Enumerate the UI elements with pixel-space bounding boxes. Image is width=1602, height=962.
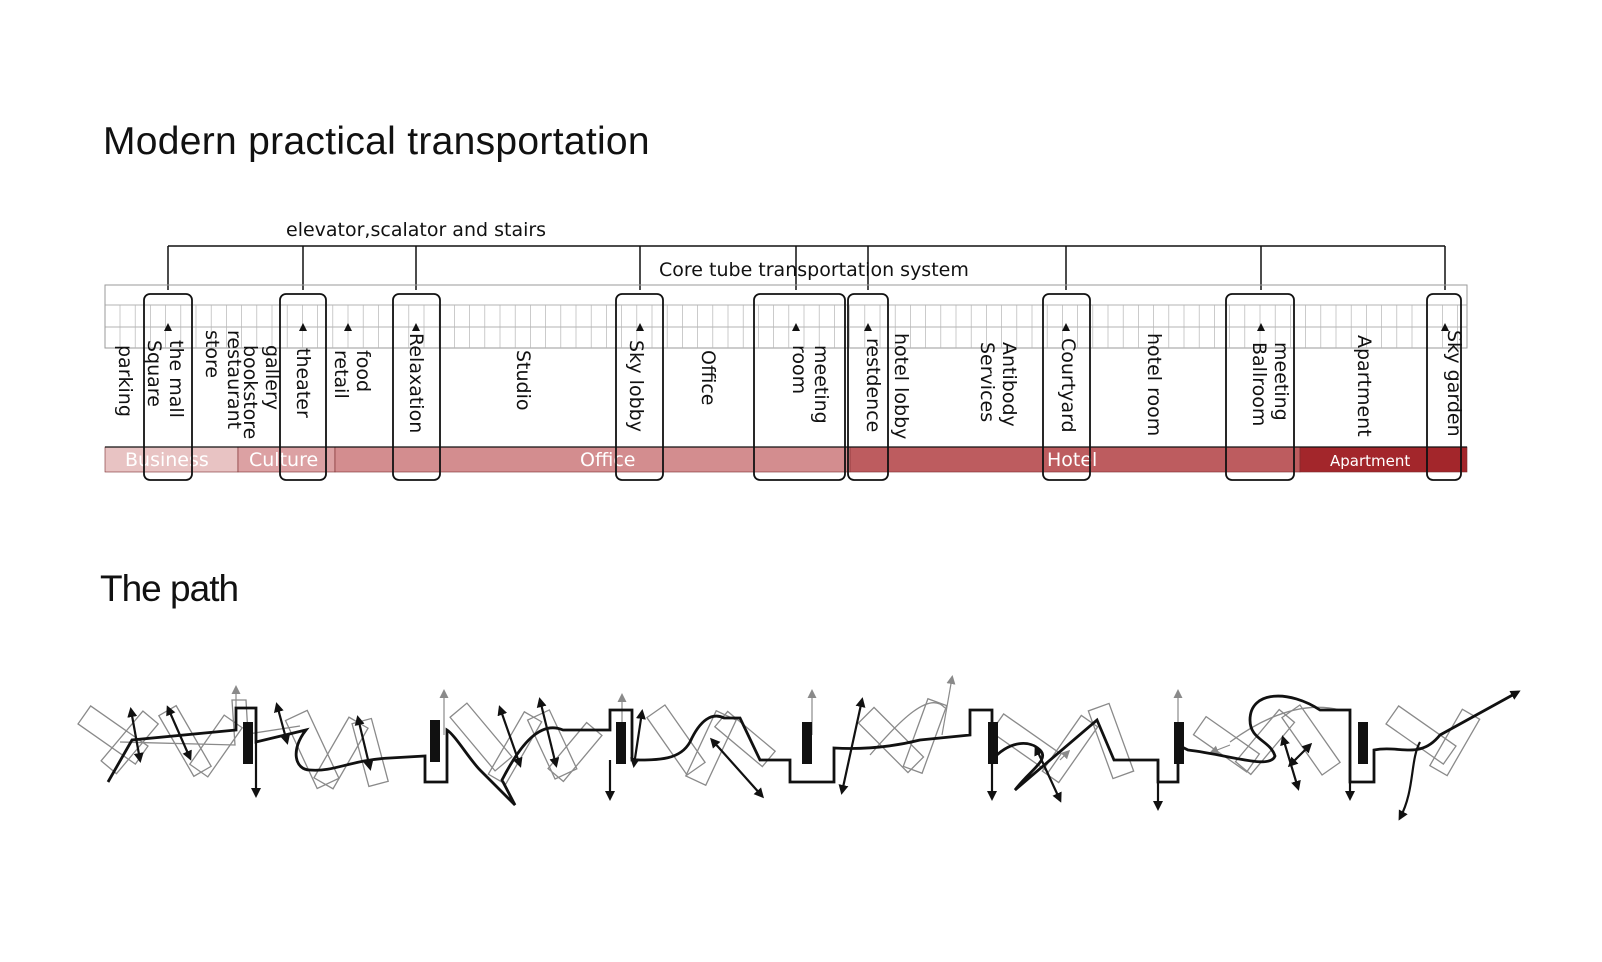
core-box-9 bbox=[1426, 293, 1462, 481]
function-theater: theater bbox=[292, 348, 314, 418]
core-box-1 bbox=[143, 293, 193, 481]
elevator-bracket bbox=[167, 245, 1446, 290]
path-background-shapes bbox=[77, 697, 1481, 790]
floor-grid bbox=[104, 284, 1468, 349]
function-the-mall-square: the mallSquare bbox=[143, 340, 187, 418]
function-meeting-ballroom: meetingBallroom bbox=[1248, 342, 1292, 426]
zone-office bbox=[334, 446, 851, 473]
function-sky-lobby: Sky lobby bbox=[625, 340, 647, 432]
function-restdence: restdence bbox=[862, 338, 884, 432]
core-boxes bbox=[143, 293, 1462, 481]
core-box-5 bbox=[753, 293, 846, 481]
core-tube-label: Core tube transportation system bbox=[659, 259, 969, 281]
function-parking: parking bbox=[114, 345, 136, 417]
function-antibody-services: AntibodyServices bbox=[976, 342, 1020, 427]
zone-label-culture: Culture bbox=[249, 449, 318, 471]
function-office: Office bbox=[697, 350, 719, 405]
core-box-2 bbox=[279, 293, 327, 481]
core-box-3 bbox=[392, 293, 441, 481]
function-meeting-room: meetingroom bbox=[788, 345, 832, 424]
function-hotel-room: hotel room bbox=[1143, 333, 1165, 436]
function-hotel-lobby: hotel lobby bbox=[890, 333, 912, 439]
path-double-arrows bbox=[127, 697, 1313, 803]
core-box-8 bbox=[1225, 293, 1295, 481]
function-food-retail: foodretail bbox=[330, 350, 374, 399]
function-apartment: Apartment bbox=[1353, 335, 1375, 437]
path-down-arrows bbox=[251, 741, 1421, 821]
function-sky-garden: Sky garden bbox=[1443, 330, 1465, 437]
zone-label-hotel: Hotel bbox=[1047, 449, 1097, 471]
zone-hotel bbox=[849, 446, 1301, 473]
core-box-7 bbox=[1042, 293, 1091, 481]
function-restaurant-store: restaurantstore bbox=[201, 330, 245, 429]
zone-label-business: Business bbox=[125, 449, 209, 471]
zone-culture bbox=[237, 446, 336, 473]
zone-bar: Business Culture Office Hotel Apartment bbox=[104, 446, 1468, 473]
function-courtyard: Courtyard bbox=[1057, 338, 1079, 433]
function-studio: Studio bbox=[512, 350, 534, 411]
zone-label-apartment: Apartment bbox=[1330, 452, 1410, 470]
page-title: Modern practical transportation bbox=[103, 120, 650, 163]
zone-apartment bbox=[1299, 446, 1468, 473]
zone-label-office: Office bbox=[580, 449, 635, 471]
path-diagram bbox=[77, 675, 1521, 821]
path-title: The path bbox=[100, 568, 239, 609]
elevator-label: elevator,scalator and stairs bbox=[286, 219, 546, 241]
function-gallery-bookstore: gallerybookstore bbox=[239, 345, 283, 439]
function-relaxation: Relaxation bbox=[405, 333, 427, 433]
core-box-4 bbox=[615, 293, 664, 481]
core-box-6 bbox=[847, 293, 889, 481]
